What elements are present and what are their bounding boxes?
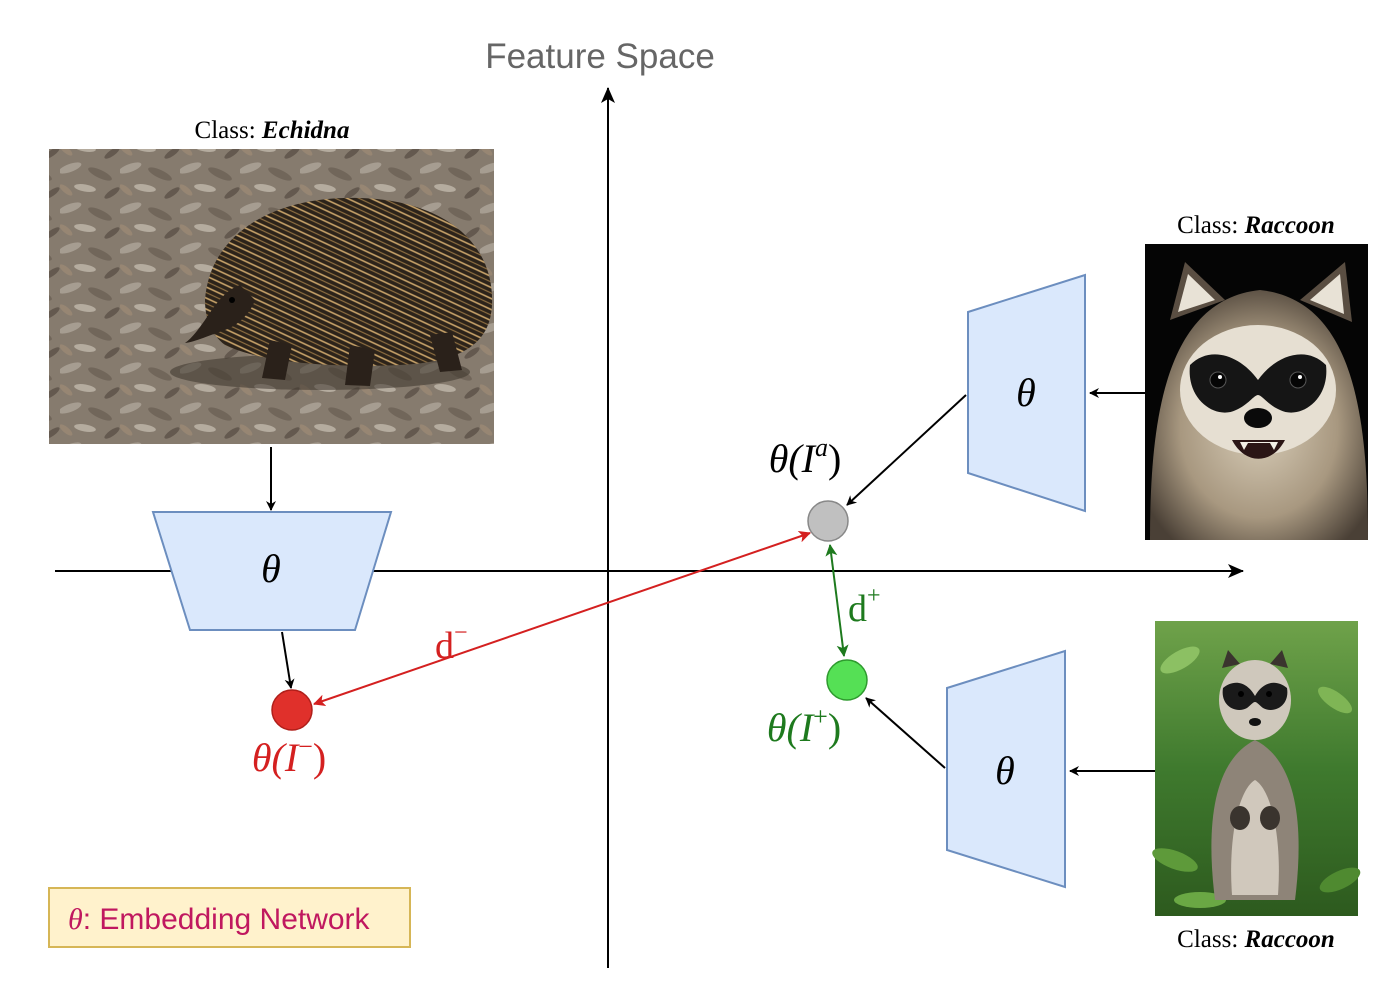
legend-text: θ: Embedding Network bbox=[68, 903, 371, 936]
echidna-embedding-network: θ bbox=[151, 511, 393, 631]
echidna-class-label: Class: Echidna bbox=[195, 117, 350, 144]
echidna-image-group: Class: Echidna bbox=[49, 117, 494, 444]
anchor-embedding-point bbox=[807, 500, 849, 542]
anchor-network-theta: θ bbox=[1016, 370, 1036, 415]
arrow-network-to-negative bbox=[281, 631, 295, 689]
positive-network-theta: θ bbox=[995, 748, 1015, 793]
raccoon-anchor-image-group: Class: Raccoon bbox=[1145, 212, 1368, 540]
negative-distance-label: d− bbox=[435, 620, 468, 667]
raccoon-anchor-photo bbox=[1145, 244, 1368, 540]
positive-embedding-point bbox=[826, 659, 868, 701]
raccoon-positive-class-label: Class: Raccoon bbox=[1177, 926, 1335, 953]
arrow-network-to-positive bbox=[865, 697, 946, 769]
raccoon-positive-photo bbox=[1152, 621, 1361, 916]
positive-distance-label: d+ bbox=[848, 583, 881, 630]
raccoon-positive-image-group: Class: Raccoon bbox=[1152, 621, 1361, 953]
anchor-embedding-label: θ(Ia) bbox=[769, 433, 842, 481]
negative-distance-arrow bbox=[313, 530, 811, 707]
negative-embedding-point bbox=[271, 689, 313, 731]
legend-box: θ: Embedding Network bbox=[48, 887, 411, 948]
positive-embedding-network: θ bbox=[946, 649, 1066, 889]
positive-embedding-label: θ(I+) bbox=[767, 702, 841, 750]
raccoon-anchor-class-label: Class: Raccoon bbox=[1177, 212, 1335, 239]
echidna-photo bbox=[49, 149, 494, 444]
negative-embedding-label: θ(I−) bbox=[252, 732, 326, 780]
diagram-title: Feature Space bbox=[485, 37, 715, 76]
echidna-network-theta: θ bbox=[261, 546, 281, 591]
positive-distance-arrow bbox=[825, 544, 849, 657]
anchor-embedding-network: θ bbox=[967, 273, 1086, 513]
arrow-network-to-anchor bbox=[846, 394, 967, 506]
